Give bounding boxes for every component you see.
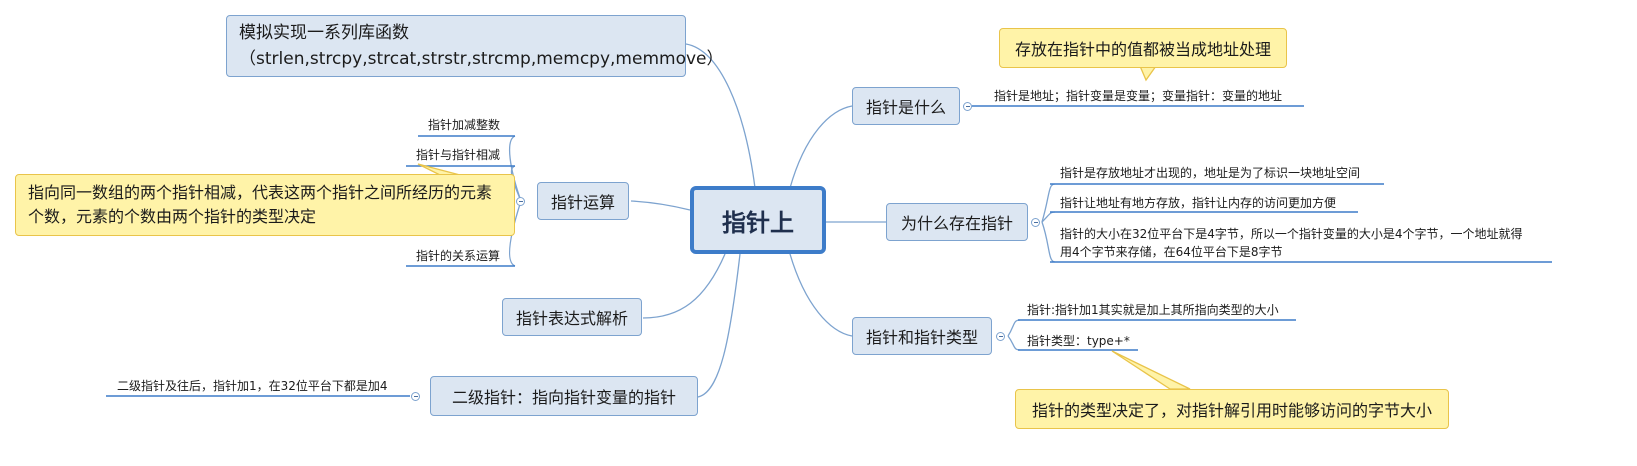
expr-label: 指针表达式解析 bbox=[515, 309, 628, 328]
why-item-3: 指针的大小在32位平台下是4字节，所以一个指针变量的大小是4个字节，一个地址就得… bbox=[1060, 225, 1523, 261]
types-callout: 指针的类型决定了，对指针解引用时能够访问的字节大小 bbox=[1015, 389, 1449, 429]
arith-item-3: 指针的关系运算 bbox=[416, 249, 501, 263]
link-root-types bbox=[789, 253, 853, 337]
arith-node[interactable]: 指针运算 bbox=[537, 182, 629, 220]
link-arith-3 bbox=[509, 200, 522, 267]
why-item-3-line1: 指针的大小在32位平台下是4字节，所以一个指针变量的大小是4个字节，一个地址就得 bbox=[1060, 227, 1523, 241]
link-why-3 bbox=[1041, 221, 1056, 263]
arith-callout-line2: 个数，元素的个数由两个指针的类型决定 bbox=[28, 207, 317, 226]
why-label: 为什么存在指针 bbox=[900, 214, 1013, 233]
why-item-1: 指针是存放地址才出现的，地址是为了标识一块地址空间 bbox=[1060, 166, 1361, 180]
arith-item-2: 指针与指针相减 bbox=[416, 148, 501, 162]
why-node[interactable]: 为什么存在指针 bbox=[886, 203, 1028, 241]
second-label: 二级指针：指向指针变量的指针 bbox=[451, 388, 676, 407]
library-line2: （strlen,strcpy,strcat,strstr,strcmp,memc… bbox=[239, 49, 724, 69]
arith-callout-line1: 指向同一数组的两个指针相减，代表这两个指针之间所经历的元素 bbox=[28, 183, 493, 202]
types-item-2: 指针类型：type+* bbox=[1027, 334, 1130, 348]
library-node[interactable]: 模拟实现一系列库函数 （strlen,strcpy,strcat,strstr,… bbox=[226, 15, 724, 77]
types-collapse-icon[interactable] bbox=[996, 332, 1005, 341]
link-types-2 bbox=[1007, 335, 1021, 351]
types-label: 指针和指针类型 bbox=[865, 328, 978, 347]
root-node[interactable]: 指针上 bbox=[690, 186, 826, 254]
expr-node[interactable]: 指针表达式解析 bbox=[502, 298, 642, 336]
second-leaf: 二级指针及往后，指针加1，在32位平台下都是加4 bbox=[117, 379, 388, 393]
what-label: 指针是什么 bbox=[865, 98, 946, 117]
link-root-what bbox=[789, 105, 853, 189]
arith-callout: 指向同一数组的两个指针相减，代表这两个指针之间所经历的元素 个数，元素的个数由两… bbox=[15, 174, 515, 236]
arith-item-1: 指针加减整数 bbox=[428, 118, 501, 132]
link-why-1 bbox=[1041, 183, 1056, 223]
why-item-2: 指针让地址有地方存放，指针让内存的访问更加方便 bbox=[1060, 196, 1337, 210]
arith-label: 指针运算 bbox=[550, 193, 615, 212]
what-callout-text: 存放在指针中的值都被当成地址处理 bbox=[1014, 40, 1271, 59]
arith-collapse-icon[interactable] bbox=[516, 197, 525, 206]
callout-pointer-what bbox=[1139, 65, 1158, 82]
why-collapse-icon[interactable] bbox=[1031, 218, 1040, 227]
link-root-arith bbox=[630, 200, 691, 211]
what-collapse-icon[interactable] bbox=[963, 102, 972, 111]
link-types-1 bbox=[1007, 319, 1021, 337]
link-root-second bbox=[697, 253, 741, 398]
library-line1: 模拟实现一系列库函数 bbox=[239, 23, 409, 43]
what-leaf: 指针是地址；指针变量是变量；变量指针：变量的地址 bbox=[994, 89, 1283, 103]
link-root-library bbox=[685, 43, 756, 189]
callout-pointer-types bbox=[1111, 350, 1191, 390]
types-item-1: 指针:指针加1其实就是加上其所指向类型的大小 bbox=[1027, 303, 1279, 317]
what-node[interactable]: 指针是什么 bbox=[852, 87, 960, 125]
why-item-3-line2: 用4个字节来存储，在64位平台下是8字节 bbox=[1060, 245, 1283, 259]
root-label: 指针上 bbox=[722, 208, 794, 237]
second-collapse-icon[interactable] bbox=[411, 392, 420, 401]
types-callout-text: 指针的类型决定了，对指针解引用时能够访问的字节大小 bbox=[1031, 401, 1432, 420]
types-node[interactable]: 指针和指针类型 bbox=[852, 317, 992, 355]
link-root-expr bbox=[642, 253, 726, 319]
what-callout: 存放在指针中的值都被当成地址处理 bbox=[999, 28, 1287, 68]
second-node[interactable]: 二级指针：指向指针变量的指针 bbox=[430, 376, 698, 416]
